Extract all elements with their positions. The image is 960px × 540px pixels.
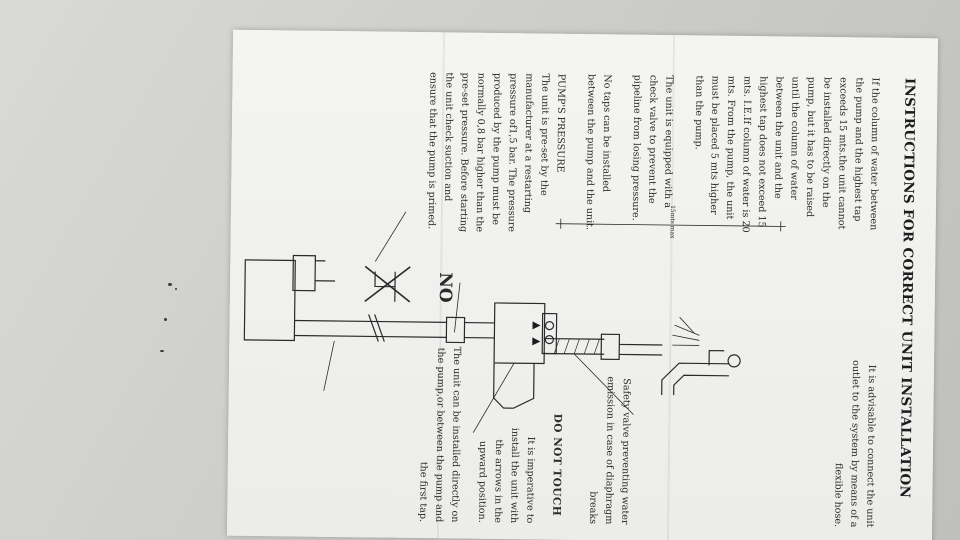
pressure-gauge-icon: [544, 334, 554, 345]
outlet-pipe: [619, 343, 663, 356]
tap-handle-icon: [727, 354, 741, 368]
dirt-speck: [175, 288, 177, 290]
pump-suction-pipe: [315, 260, 336, 282]
document-page: INSTRUCTIONS FOR CORRECT UNIT INSTALLATI…: [227, 30, 938, 540]
cross-out-icon: [364, 265, 411, 303]
hose-braid: [553, 338, 600, 355]
flow-arrow-icon: [532, 337, 541, 346]
pressure-gauge-icon: [544, 321, 555, 331]
dirt-speck: [160, 350, 164, 352]
dimension-ticks: [560, 218, 782, 232]
tap-outline: [708, 349, 725, 366]
flow-arrow-icon: [532, 321, 541, 330]
instruction-sheet: INSTRUCTIONS FOR CORRECT UNIT INSTALLATI…: [226, 29, 939, 540]
pump-head: [292, 254, 316, 292]
inlet-pipe-upper: [464, 321, 495, 339]
installation-diagram: [243, 211, 786, 433]
pointer-arrow: [323, 340, 335, 391]
pointer-arrow: [472, 362, 515, 433]
dirt-speck: [168, 283, 172, 286]
dimension-line: [555, 223, 786, 227]
hose-fitting: [600, 333, 621, 361]
control-unit-top: [541, 312, 558, 355]
pointer-arrow: [454, 282, 461, 333]
inlet-fitting: [445, 316, 466, 344]
safety-valve-housing: [493, 362, 535, 409]
no-label: NO: [434, 272, 456, 303]
forbidden-tap: [374, 271, 396, 302]
inlet-pipe-lower: [294, 319, 447, 338]
water-spray-icon: [672, 316, 700, 346]
pointer-arrow: [374, 211, 407, 262]
control-unit-body: [493, 302, 546, 365]
dirt-speck: [164, 318, 167, 321]
pump-body: [243, 259, 296, 342]
pipe-break-mark: [368, 314, 385, 342]
dimension-label: 15mts max: [668, 205, 677, 239]
upper-pipe: [661, 362, 730, 396]
pointer-arrow: [573, 353, 634, 415]
